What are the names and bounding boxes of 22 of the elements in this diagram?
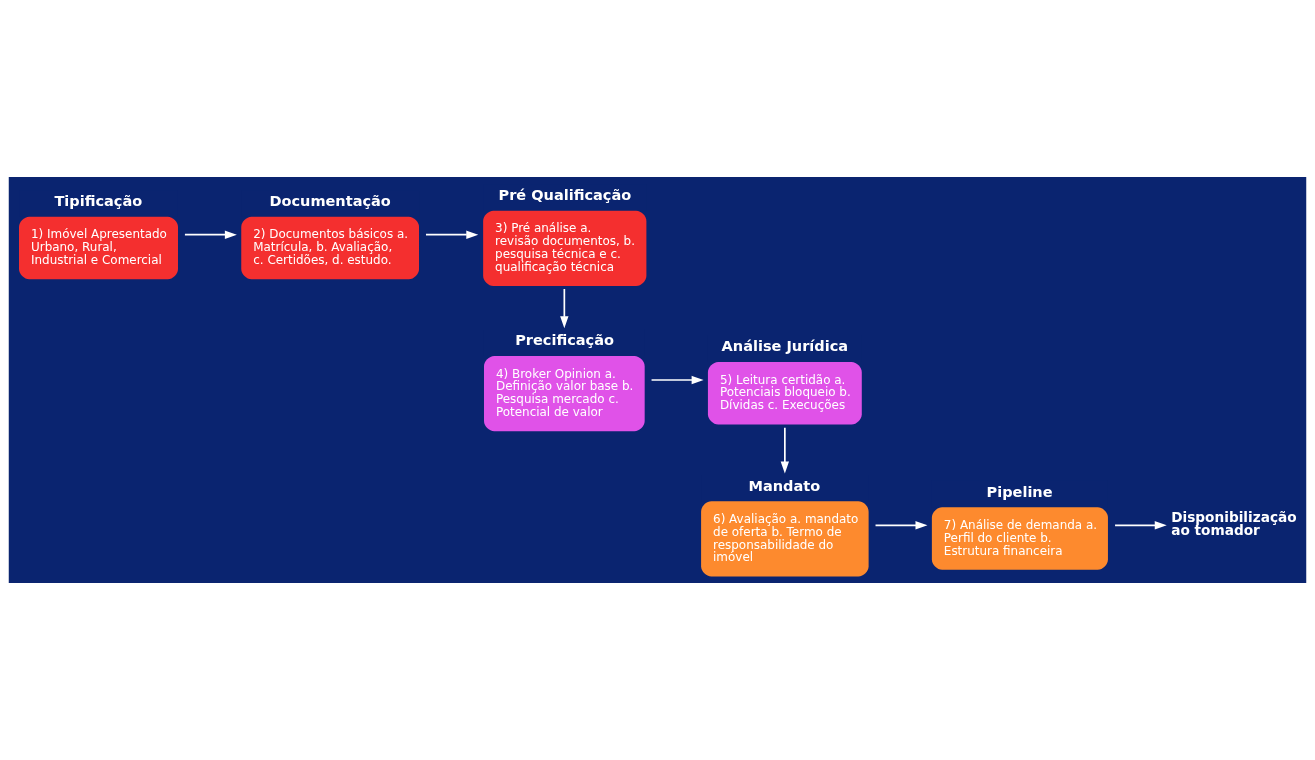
- node-box: 7) Análise de demanda a. Perfil do cliente b. Estrutura financeira: [931, 507, 1108, 570]
- arrow: [425, 230, 479, 239]
- arrow: [780, 427, 790, 474]
- node-box: 5) Leitura certidão a. Potenciais bloqueio b. Dívidas c. Execuções: [707, 362, 862, 425]
- node-box: 3) Pré análise a. revisão documentos, b. pesquisa técnica e c. qualificação técnica: [483, 210, 647, 286]
- arrow: [560, 288, 569, 329]
- node-label: Pré Qualificação: [498, 187, 632, 204]
- node-text: Disponibilização ao tomador: [1171, 508, 1297, 539]
- node-label: Tipificação: [54, 193, 143, 210]
- node-label: Documentação: [269, 193, 391, 210]
- node-label: Pipeline: [986, 483, 1053, 500]
- node-box: 6) Avaliação a. mandato de oferta b. Termo de responsabilidade do imóvel: [701, 501, 869, 577]
- arrow: [650, 375, 704, 385]
- node-box: 1) Imóvel Apresentado Urbano, Rural, Industrial e Comercial: [19, 216, 178, 280]
- node-label: Análise Jurídica: [721, 338, 849, 355]
- node-box: 2) Documentos básicos a. Matrícula, b. Avaliação, c. Certidões, d. estudo.: [241, 216, 420, 280]
- node-label: Precificação: [515, 332, 614, 349]
- arrow: [874, 521, 928, 530]
- arrow: [184, 230, 237, 239]
- arrow: [1114, 521, 1167, 530]
- node-box: 4) Broker Opinion a. Definição valor base b. Pesquisa mercado c. Potencial de valor: [484, 356, 645, 432]
- node-label: Mandato: [748, 477, 821, 494]
